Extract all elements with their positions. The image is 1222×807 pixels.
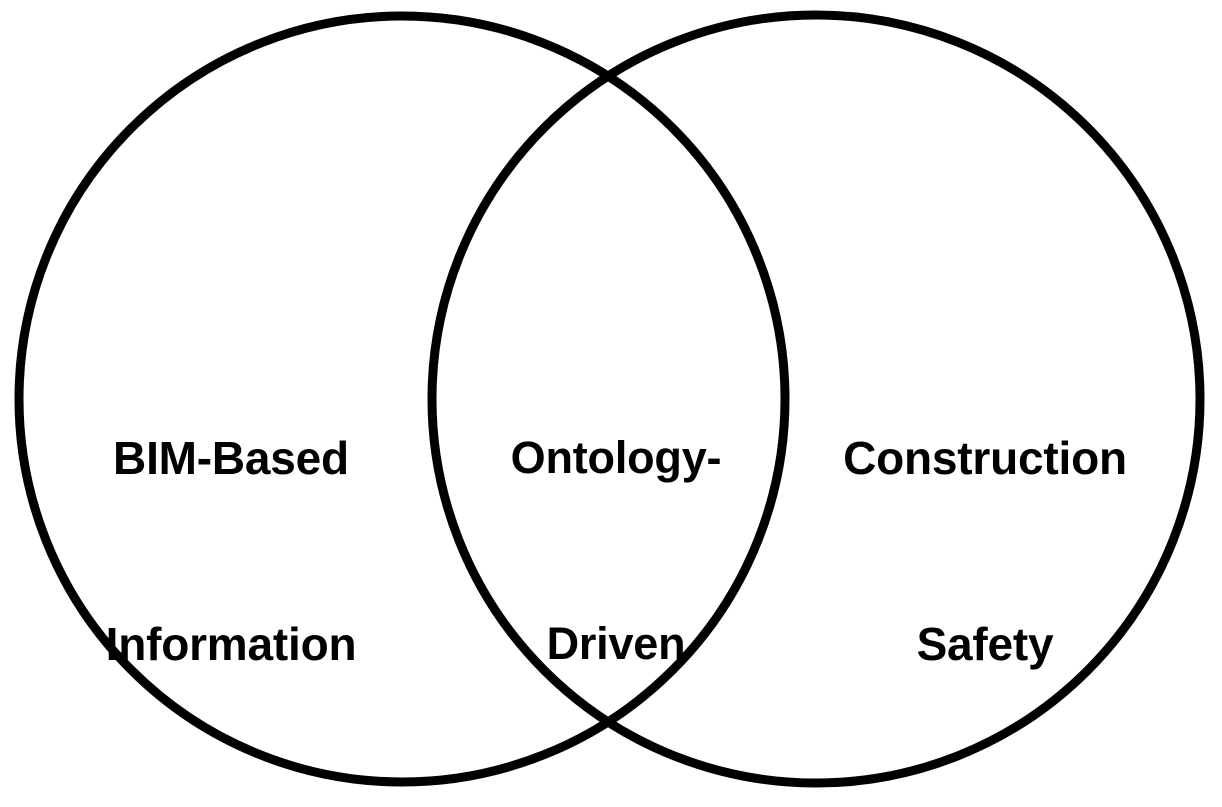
venn-label-center-line-2: Driven	[546, 618, 686, 669]
venn-label-center-line-3: Integration	[448, 799, 784, 807]
venn-label-left-set: BIM-Based Information Structure	[48, 303, 414, 807]
venn-label-right-line-2: Safety	[916, 618, 1054, 670]
venn-label-left-line-2: Information	[105, 618, 357, 670]
venn-label-right-set: Construction Safety Knowledge	[802, 303, 1168, 807]
venn-label-left-line-3: Structure	[48, 799, 414, 807]
venn-circle-right	[427, 10, 1205, 788]
venn-label-left-line-1: BIM-Based	[113, 432, 349, 484]
venn-circle-left	[14, 11, 790, 787]
venn-label-center-line-1: Ontology-	[510, 432, 722, 483]
venn-label-intersection: Ontology- Driven Integration	[448, 303, 784, 807]
venn-label-right-line-3: Knowledge	[802, 799, 1168, 807]
venn-label-right-line-1: Construction	[843, 432, 1127, 484]
